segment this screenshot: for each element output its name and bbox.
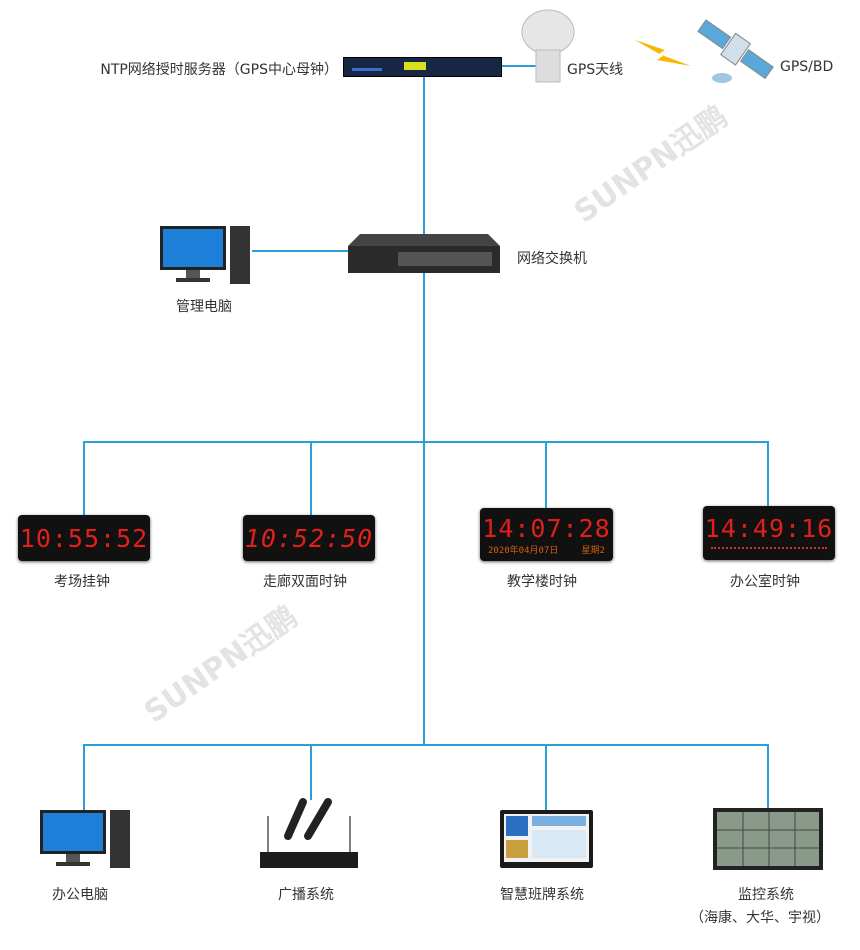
clock-label: 考场挂钟 (54, 574, 110, 590)
led-indicator-row (710, 547, 828, 552)
connector-line (767, 744, 769, 808)
watermark: SUNPN迅鹏 (568, 99, 735, 231)
surveillance-monitor-icon (713, 808, 823, 870)
clock-time: 14:07:28 (482, 513, 611, 543)
exam-room-clock: 10:55:52 (18, 515, 150, 561)
connector-line (500, 65, 536, 67)
clock-time: 10:52:50 (244, 523, 374, 553)
ntp-server-image (343, 57, 502, 77)
switch-label: 网络交换机 (517, 251, 587, 267)
connector-line (83, 441, 85, 516)
connector-line (310, 744, 312, 800)
connector-line (545, 441, 547, 509)
watermark: SUNPN迅鹏 (138, 599, 305, 731)
lightning-icon (635, 40, 691, 66)
office-pc-icon (40, 810, 130, 868)
system-label: 智慧班牌系统 (500, 887, 584, 903)
admin-pc-label: 管理电脑 (176, 299, 232, 315)
clock-date: 2020年04月07日 (487, 545, 559, 556)
server-label: NTP网络授时服务器（GPS中心母钟） (100, 62, 338, 78)
gps-antenna-icon (521, 9, 575, 83)
connector-line (83, 744, 85, 810)
office-clock: 14:49:16 (703, 506, 835, 560)
connector-line (767, 441, 769, 507)
satellite-label: GPS/BD (780, 59, 834, 75)
clock-label: 教学楼时钟 (507, 574, 577, 590)
admin-pc-icon (160, 226, 250, 284)
corridor-double-clock: 10:52:50 (243, 515, 375, 561)
system-sublabel: （海康、大华、宇视） (690, 910, 830, 926)
smart-class-board-icon (500, 810, 593, 868)
connector-line (423, 75, 425, 746)
clock-label: 办公室时钟 (730, 574, 800, 590)
microphone-receiver-icon (260, 798, 358, 868)
satellite-icon (697, 19, 774, 83)
system-label: 监控系统 (738, 887, 794, 903)
connector-line (545, 744, 547, 810)
system-label: 广播系统 (278, 887, 334, 903)
connector-line (252, 250, 348, 252)
connector-line (84, 744, 769, 746)
network-switch-icon (348, 234, 500, 273)
clock-time: 14:49:16 (704, 514, 834, 543)
clock-time: 10:55:52 (19, 523, 149, 553)
clock-label: 走廊双面时钟 (263, 574, 347, 590)
system-label: 办公电脑 (52, 887, 108, 903)
connector-line (310, 441, 312, 516)
teaching-building-clock: 14:07:28 2020年04月07日 星期2 (480, 508, 613, 561)
antenna-label: GPS天线 (567, 62, 624, 78)
connector-line (84, 441, 769, 443)
clock-weekday: 星期2 (581, 545, 606, 556)
